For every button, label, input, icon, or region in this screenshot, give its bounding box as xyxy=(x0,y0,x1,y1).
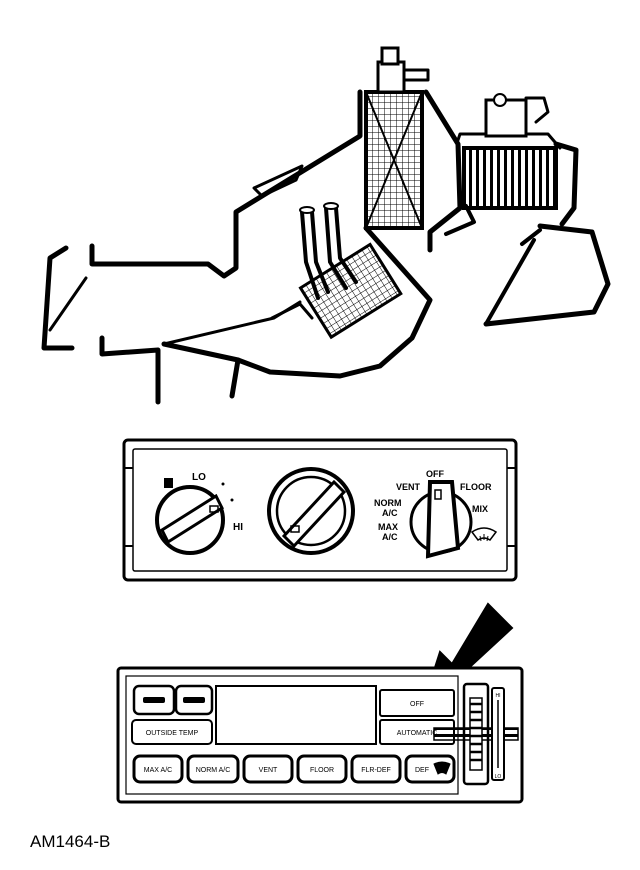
outside-temp-button[interactable] xyxy=(131,719,213,745)
off-button-label: OFF xyxy=(410,701,424,708)
automatic-button-label: AUTOMATIC xyxy=(397,730,438,737)
outside-temp-label: OUTSIDE TEMP xyxy=(146,730,199,737)
flr-def-button[interactable] xyxy=(350,754,402,784)
vent-button-label: VENT xyxy=(259,767,278,774)
evaporator-core xyxy=(364,46,430,230)
blower-assembly xyxy=(456,93,562,210)
temperature-knob[interactable] xyxy=(267,467,355,555)
display-window xyxy=(215,685,377,745)
scale-bottom-label: LO xyxy=(495,774,502,780)
norm-ac-button-label: NORM A/C xyxy=(196,767,231,774)
hvac-plenum-drawing xyxy=(41,46,611,405)
mode-norm-ac-label: NORM A/C xyxy=(374,498,404,518)
floor-button-label: FLOOR xyxy=(310,767,334,774)
mode-norm-ac-line1: NORM xyxy=(374,498,402,508)
max-ac-button[interactable] xyxy=(132,754,184,784)
mode-off-label: OFF xyxy=(426,469,444,479)
mode-norm-ac-line2: A/C xyxy=(382,508,398,518)
def-button-label: DEF xyxy=(415,767,429,774)
mode-max-ac-label: MAX A/C xyxy=(378,522,401,542)
vent-button[interactable] xyxy=(242,754,294,784)
flr-def-button-label: FLR-DEF xyxy=(361,767,391,774)
mode-mix-label: MIX xyxy=(472,504,488,514)
automatic-control-panel: OUTSIDE TEMP OFF AUTOMATIC MAX A/C NORM … xyxy=(116,666,524,804)
blower-lo-label: LO xyxy=(192,472,206,483)
mode-floor-label: FLOOR xyxy=(460,482,492,492)
mode-max-ac-line1: MAX xyxy=(378,522,398,532)
scale-top-label: HI xyxy=(496,693,501,699)
windshield-defrost-icon xyxy=(470,527,498,542)
blower-speed-knob[interactable] xyxy=(155,485,225,555)
mode-selector-knob[interactable] xyxy=(409,480,473,559)
blower-off-marker xyxy=(164,478,173,488)
manual-control-panel: LO HI OFF VENT FLOOR NORM A/C MIX MAX A/… xyxy=(122,438,518,582)
mode-vent-label: VENT xyxy=(396,482,421,492)
blower-hi-label: HI xyxy=(233,522,243,533)
mode-max-ac-line2: A/C xyxy=(382,532,398,542)
bottom-button-row: MAX A/C NORM A/C VENT FLOOR FLR-DEF DEF xyxy=(132,754,456,784)
heater-core xyxy=(298,242,403,340)
def-defrost-icon xyxy=(433,761,451,775)
temperature-thumbwheel[interactable] xyxy=(433,682,519,786)
figure-code: AM1464-B xyxy=(30,832,111,851)
norm-ac-button[interactable] xyxy=(186,754,240,784)
off-button[interactable] xyxy=(379,689,455,717)
heater-core-tubes xyxy=(299,202,358,300)
max-ac-button-label: MAX A/C xyxy=(144,767,172,774)
floor-button[interactable] xyxy=(296,754,348,784)
